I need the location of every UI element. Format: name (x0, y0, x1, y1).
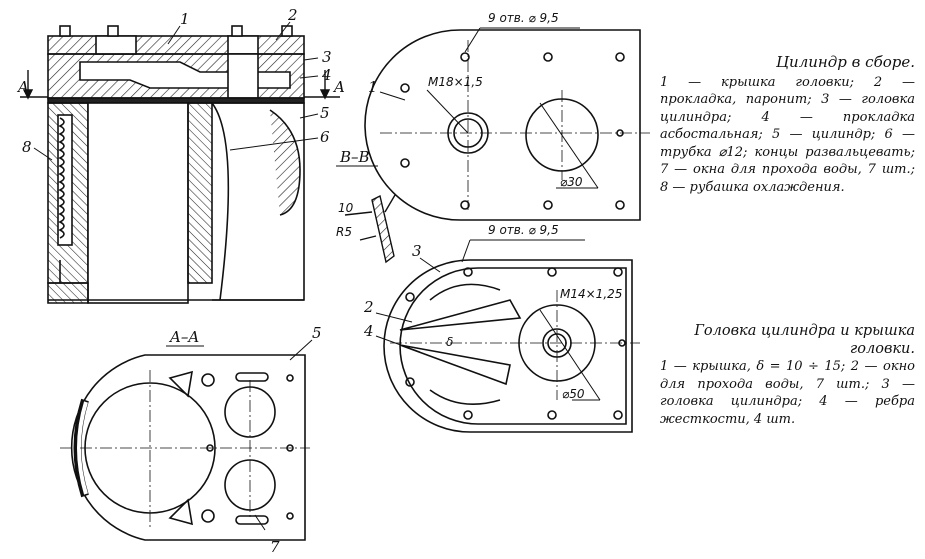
section-a-left-label: A (16, 78, 29, 96)
cover-thread-dim: M18×1,5 (428, 75, 483, 89)
caption-assembly-title: Цилиндр в сборе. (775, 53, 915, 71)
cover-plate-view (364, 29, 641, 221)
caption-head-body: 1 — крышка, δ = 10 ÷ 15; 2 — окно для пр… (660, 359, 915, 427)
label-7: 7 (270, 538, 280, 556)
head-holes-dim: 9 отв. ⌀ 9,5 (488, 223, 559, 237)
label-1: 1 (180, 10, 190, 28)
section-a-right-label: A (332, 78, 345, 96)
head-label-2: 2 (363, 298, 374, 316)
head-plate-view (383, 259, 633, 433)
caption-head-title: Головка цилиндра и крышка головки. (694, 323, 915, 357)
caption-assembly-body: 1 — крышка головки; 2 — прокладка, парон… (660, 74, 915, 195)
cover-holes-dim: 9 отв. ⌀ 9,5 (488, 11, 559, 25)
head-centerlines (390, 290, 640, 400)
caption-assembly: Цилиндр в сборе. 1 — крышка головки; 2 —… (660, 53, 915, 196)
label-2: 2 (287, 6, 298, 24)
cover-diameter-dim: ⌀30 (560, 175, 583, 189)
cover-label-1: 1 (368, 78, 378, 96)
label-5-aa: 5 (312, 324, 322, 342)
section-aa-label: A–A (168, 328, 199, 346)
cover-centerlines (380, 40, 650, 210)
label-8: 8 (22, 138, 32, 156)
head-label-3: 3 (412, 242, 422, 260)
section-bb-label: B–B (339, 148, 370, 166)
aa-centerlines (60, 370, 310, 530)
caption-head: Головка цилиндра и крышка головки. 1 — к… (660, 322, 915, 428)
bb-detail (344, 194, 396, 264)
flange-aa-view (70, 354, 306, 541)
head-diameter-dim: ⌀50 (562, 387, 585, 401)
label-6: 6 (320, 128, 330, 146)
label-4: 4 (321, 66, 332, 84)
label-3: 3 (322, 48, 332, 66)
head-label-4: 4 (363, 322, 374, 340)
bb-dim-10: 10 (338, 201, 354, 215)
section-arrows (20, 70, 340, 100)
head-leaders (375, 239, 601, 401)
bb-dim-r5: R5 (336, 225, 352, 239)
cover-leaders (379, 27, 599, 189)
cylinder-cross-section (47, 25, 305, 304)
label-5: 5 (320, 104, 330, 122)
head-thread-dim: M14×1,25 (560, 287, 622, 301)
section-leaders (33, 21, 319, 531)
head-delta-dim: δ (446, 335, 453, 349)
